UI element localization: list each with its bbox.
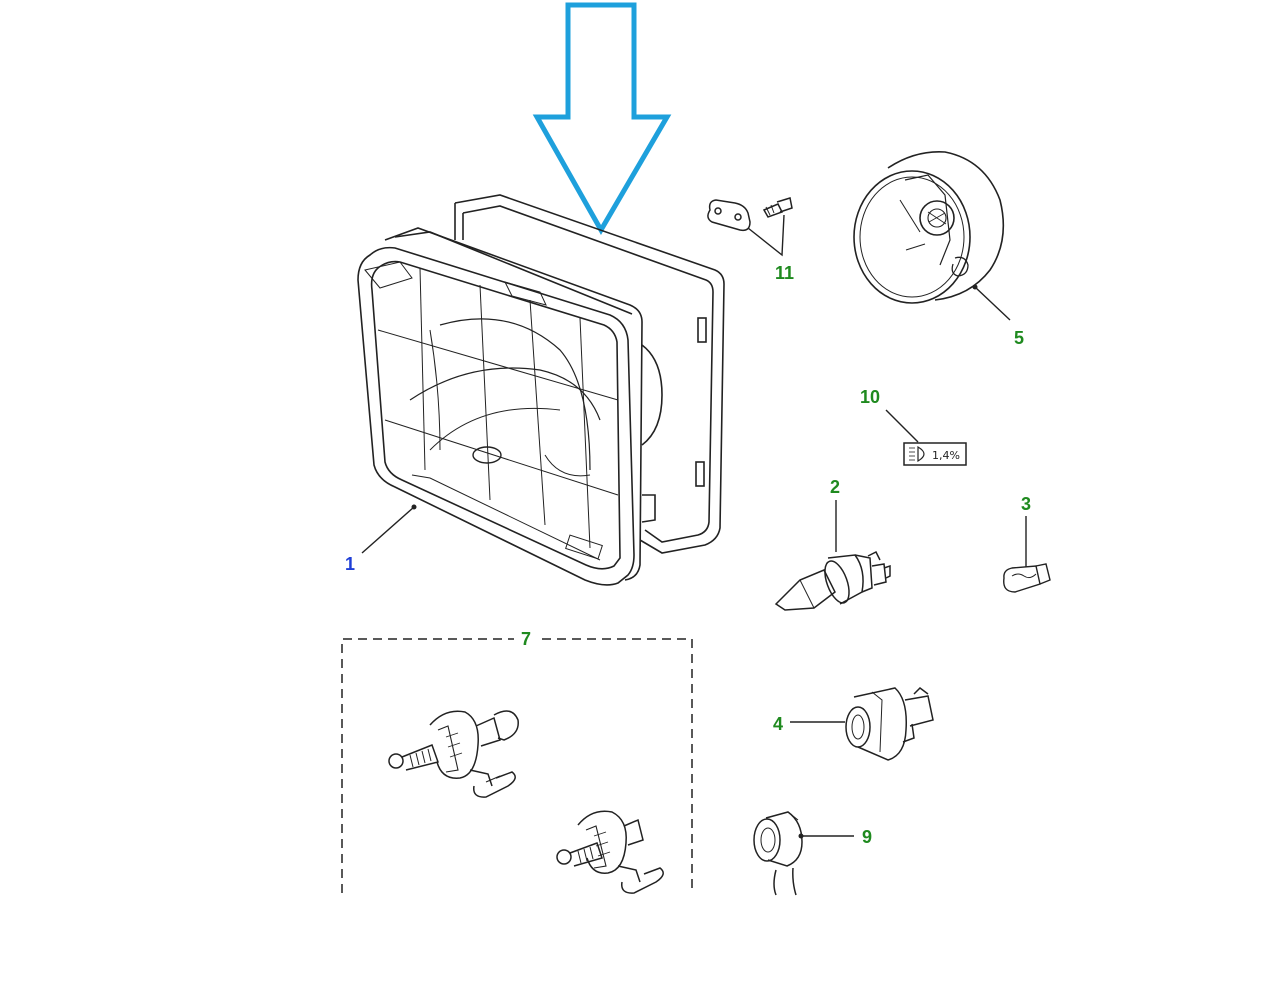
callout-10: 10 (860, 387, 880, 407)
callout-1: 1 (345, 554, 355, 574)
leader-line-11 (747, 214, 785, 257)
part-2-headlamp-bulb (774, 550, 891, 611)
part-11-clip-and-screw (707, 197, 793, 232)
part-4-bulb-holder (845, 687, 934, 761)
headlamp-unit (357, 227, 663, 586)
part-9-grommet (753, 811, 803, 896)
leader-dot-1 (411, 504, 417, 510)
adjuster-screw-1 (388, 710, 519, 798)
leader-dot-9 (798, 833, 804, 839)
leader-line-1 (361, 506, 415, 554)
callout-7: 7 (521, 629, 531, 649)
leader-line-5 (974, 286, 1011, 321)
leader-dot-5 (972, 284, 978, 290)
highlight-arrow (532, 2, 672, 236)
leader-line-10 (885, 409, 919, 443)
callout-2: 2 (830, 477, 840, 497)
callout-4: 4 (773, 714, 783, 734)
adjuster-screw-2 (556, 810, 664, 894)
callout-9: 9 (862, 827, 872, 847)
part-5-dust-cover (853, 151, 1005, 304)
callout-11: 11 (775, 263, 794, 283)
adjuster-kit-bracket (341, 638, 693, 893)
callout-5: 5 (1014, 328, 1024, 348)
part-3-side-bulb (1003, 563, 1051, 593)
aim-badge (903, 442, 967, 466)
aim-badge-text: 1,4% (932, 449, 960, 462)
callout-3: 3 (1021, 494, 1031, 514)
headlamp-gasket (454, 194, 725, 554)
